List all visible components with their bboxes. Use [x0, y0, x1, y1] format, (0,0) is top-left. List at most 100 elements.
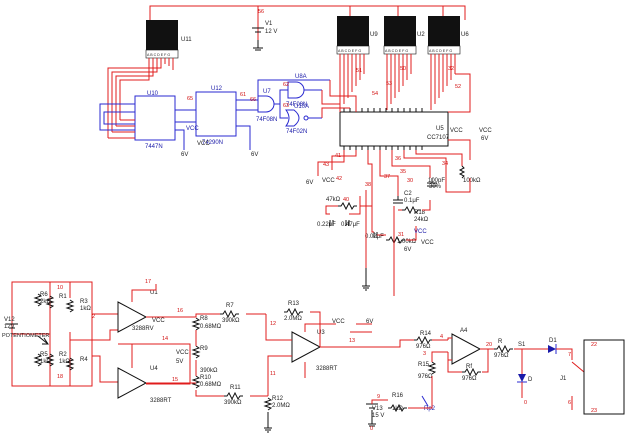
resistor-r4[interactable]: R4 [65, 357, 88, 371]
cap-047[interactable]: 0.47μF [341, 220, 360, 228]
u4-vcc: VCC [176, 350, 189, 356]
c2-ref: C2 [404, 191, 412, 197]
j1-label: J1 [560, 376, 567, 382]
resistor-r16[interactable]: R16 1kΩ [388, 393, 407, 413]
resistor-r2[interactable]: R2 1kΩ [45, 352, 70, 367]
u5-vcc-left: VCC [322, 178, 335, 184]
resistor-r14[interactable]: R14 976Ω [414, 331, 433, 350]
resistor-r1[interactable]: R1 [45, 294, 67, 309]
resistor-100k[interactable]: 100kΩ [458, 165, 481, 184]
resistor-r13[interactable]: R13 2.0MΩ [284, 301, 303, 322]
u10-vcc: VCC [186, 126, 199, 132]
r12-ref: R12 [272, 396, 284, 402]
r18-ref: R18 [414, 210, 426, 216]
diode-zener[interactable]: D [517, 374, 533, 383]
rp2-ref: Rp2 [424, 406, 436, 412]
net-9: 9 [377, 394, 380, 400]
cap-022[interactable]: 0.22μF [317, 220, 336, 228]
u1-ref: U1 [150, 290, 158, 296]
resistor-r7[interactable]: R7 390kΩ [220, 303, 240, 324]
gate-u7[interactable]: U7 74F08N [256, 89, 277, 123]
c2-value: 0.1μF [404, 198, 420, 204]
r47-value: 47kΩ [326, 197, 341, 203]
net-48: 42 [336, 176, 342, 182]
resistor-r15[interactable]: R15 976Ω [418, 361, 437, 380]
u11-pins: A B C D E F G [147, 53, 170, 57]
source-v13[interactable]: V13 15 V [366, 403, 384, 427]
net-37: 35 [400, 169, 406, 175]
net-18: 18 [57, 374, 63, 380]
net-53: 53 [386, 81, 392, 87]
u12-vcc: VCC [197, 141, 210, 147]
net-24: 23 [591, 408, 597, 414]
resistor-r9[interactable]: R9 390kΩ [191, 345, 218, 374]
r9-value: 390kΩ [200, 368, 218, 374]
net-36: 34 [442, 161, 448, 167]
u4-feedback [118, 343, 191, 385]
opamp-a4[interactable]: A4 [451, 328, 482, 365]
r1-ref: R1 [59, 294, 67, 300]
u4-5v: 5V [176, 359, 183, 365]
r11-ref: R11 [230, 385, 241, 391]
r18-value: 24kΩ [414, 217, 429, 223]
resistor-r3[interactable]: R3 1kΩ [65, 299, 91, 313]
u5-pins-bottom [343, 146, 423, 150]
display-u2[interactable]: A B C D E F G U2 [383, 16, 425, 55]
ic-u12[interactable]: U12 74290N [195, 86, 237, 146]
ground-r12 [264, 412, 272, 433]
potentiometer-rp2[interactable]: Rp2 [421, 395, 436, 412]
gate-u8a[interactable]: U8A 74F08N [286, 74, 307, 108]
r2-value: 1kΩ [59, 359, 70, 365]
net-42: 31 [398, 232, 404, 238]
u3-supply [350, 323, 372, 333]
cap-100pf[interactable]: 100pF [427, 178, 445, 187]
ic-u5[interactable]: U5 CC7107 [339, 111, 450, 147]
v12-ref: V12 [4, 317, 15, 323]
resistor-r12[interactable]: R12 2.0MΩ [263, 396, 290, 411]
cap-002[interactable]: 0.02μF [365, 232, 384, 240]
u12-ref: U12 [211, 86, 223, 92]
net-15: 15 [172, 377, 178, 383]
u9-pins: A B C D E F G [338, 49, 361, 53]
resistor-r19[interactable]: 1.00kΩ [386, 235, 417, 245]
resistor-r10[interactable]: R10 0.68MΩ [191, 375, 222, 389]
u8a-ref: U8A [295, 74, 307, 80]
u5-part: CC7107 [427, 135, 450, 141]
r8-ref: R8 [200, 316, 208, 322]
display-u11[interactable]: A B C D E F G U11 [145, 20, 192, 59]
cap-c2[interactable]: C2 0.1μF [393, 191, 420, 204]
relay-j1[interactable]: J1 [560, 339, 625, 415]
net-45: 38 [365, 182, 371, 188]
display-u9[interactable]: A B C D E F G U9 [336, 16, 378, 55]
ic-u10[interactable]: U10 7447N [134, 91, 176, 150]
display-u6[interactable]: A B C D E F G U6 [427, 16, 469, 55]
resistor-r8[interactable]: R8 0.68MΩ [191, 316, 222, 331]
c6-value: 100pF [428, 178, 445, 184]
resistor-47k[interactable]: 47kΩ [326, 197, 357, 211]
opamp-u4[interactable]: U4 3288RT [117, 366, 172, 404]
r3-ref: R3 [80, 299, 88, 305]
u3-ref: U3 [317, 330, 325, 336]
resistor-r6[interactable]: R6 2kΩ [33, 292, 51, 307]
r14-value: 976Ω [416, 344, 431, 350]
diode-d1[interactable]: D1 [548, 338, 557, 354]
bridge-frame [11, 281, 93, 387]
resistor-r18[interactable]: R18 24kΩ [402, 205, 429, 223]
gate-u10a[interactable]: U10A 74F02N [285, 104, 309, 135]
resistor-rf[interactable]: Rf 976Ω [462, 364, 481, 382]
u12-part: 74290N [202, 140, 223, 146]
opamp-u1[interactable]: U1 3288RV [117, 290, 158, 333]
u6-ref: U6 [461, 32, 469, 38]
opamp-u3[interactable]: U3 3288RT [291, 330, 338, 372]
source-v1[interactable]: V1 12 V [252, 21, 277, 51]
net-54: 54 [372, 91, 378, 97]
source-v12[interactable]: V12 12V [4, 317, 18, 330]
resistor-r11[interactable]: R11 390kΩ [224, 385, 243, 406]
resistor-r-out[interactable]: R 976Ω [494, 339, 513, 359]
u4-ref: U4 [150, 366, 158, 372]
r8-value: 0.68MΩ [200, 324, 222, 330]
rpot-value: 100kΩ [463, 178, 481, 184]
u2-ref: U2 [417, 32, 425, 38]
r19-vcc: VCC [414, 229, 427, 235]
net-47: 41 [335, 153, 341, 159]
